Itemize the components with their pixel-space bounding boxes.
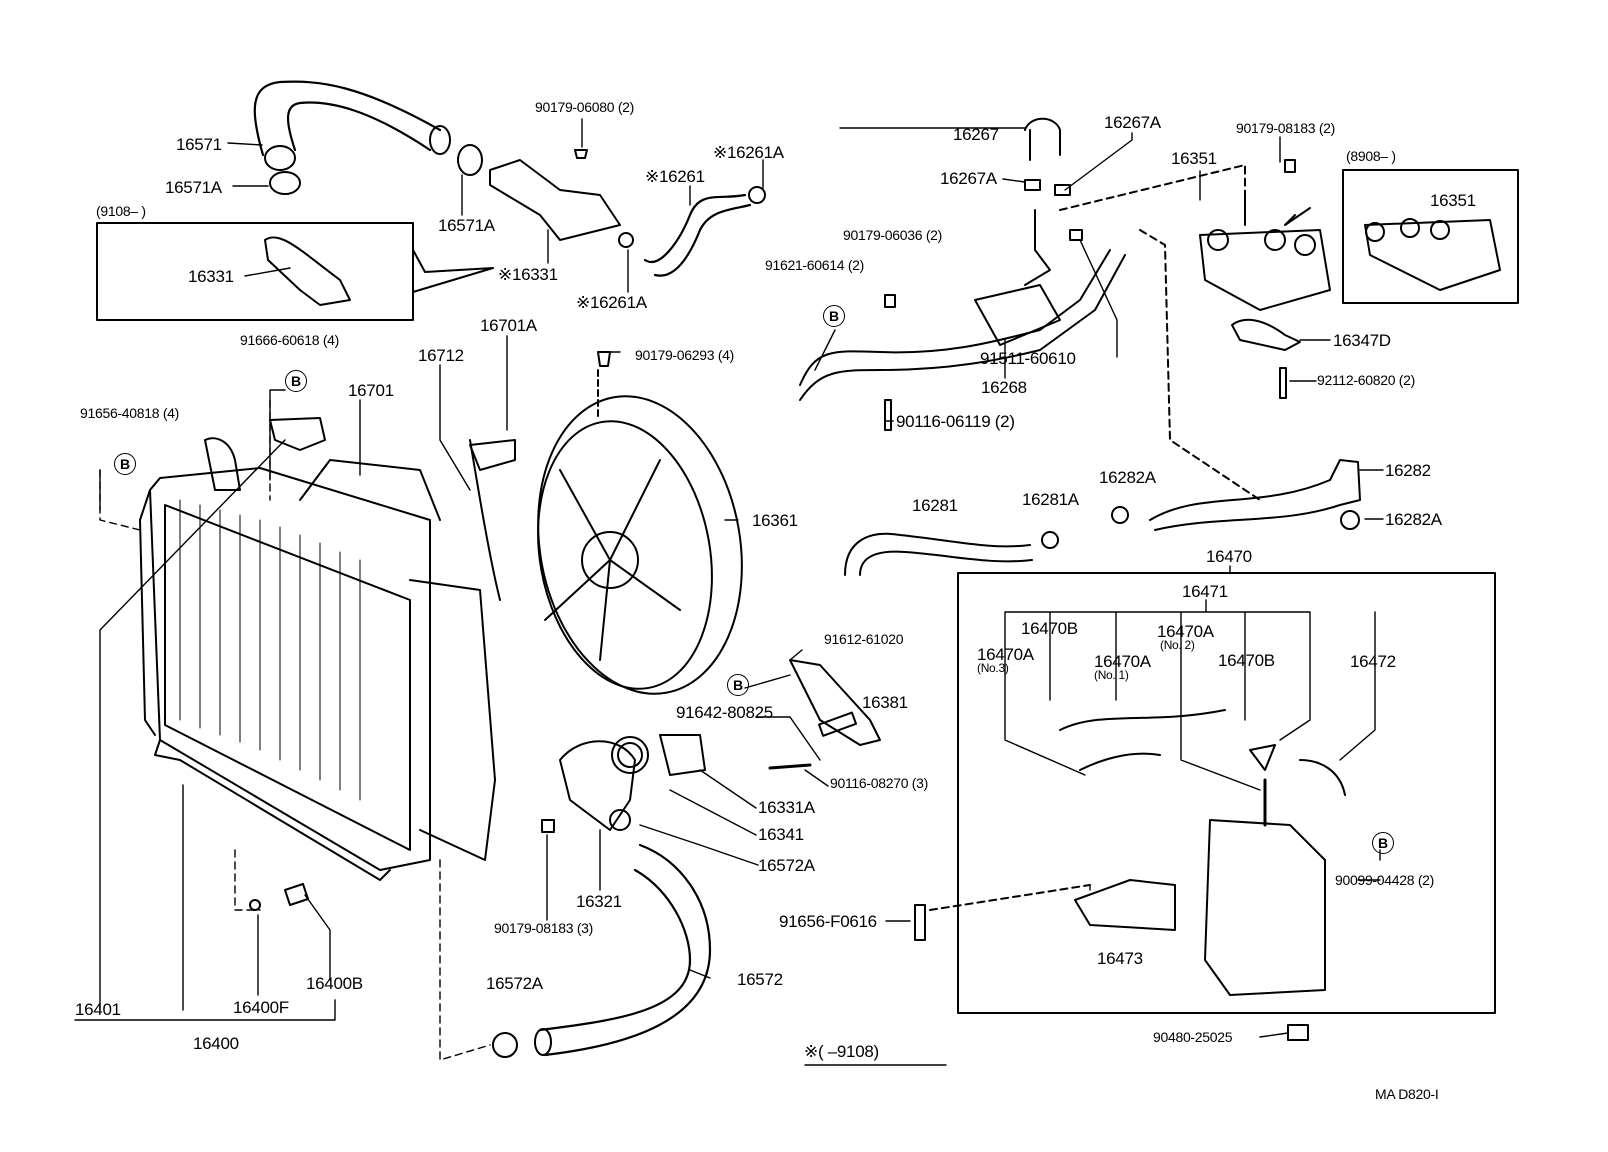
part-number-label: 90179-08183 (3): [494, 920, 594, 936]
part-number-label: 16572A: [758, 856, 815, 875]
part-number-label: 16281A: [1022, 490, 1079, 509]
lower-hose: [538, 843, 712, 1057]
part-number-label: 16571: [176, 135, 222, 154]
part-number-label: 90179-06080 (2): [535, 99, 635, 115]
part-number-label: (9108– ): [96, 203, 146, 219]
water-inlet: [559, 740, 636, 831]
water-outlet: [489, 159, 621, 241]
part-number-label: 90116-06119 (2): [896, 412, 1015, 431]
part-number-label: 16572A: [486, 974, 543, 993]
fan-shroud: [409, 439, 501, 861]
part-number-label: 16701A: [480, 316, 537, 335]
part-number-label: 90179-08183 (2): [1236, 120, 1336, 136]
part-number-label: 16361: [752, 511, 798, 530]
part-number-label: 90179-06036 (2): [843, 227, 943, 243]
diagram-code: MA D820-I: [1375, 1086, 1439, 1102]
part-number-label: 16267A: [940, 169, 997, 188]
part-number-label: 16470A: [1094, 652, 1151, 671]
part-number-label: 16712: [418, 346, 464, 365]
part-number-label: 16572: [737, 970, 783, 989]
reservoir-tank: [1204, 819, 1326, 996]
part-number-label: ※16261A: [713, 143, 784, 162]
ref-marker-b: B: [823, 305, 845, 327]
part-number-label: 16268: [981, 378, 1027, 397]
part-number-label: 16470A: [977, 645, 1034, 664]
part-number-label: 92112-60820 (2): [1317, 372, 1415, 388]
part-number-label: 16347D: [1333, 331, 1391, 350]
part-number-label: 91511-60610: [980, 349, 1076, 368]
part-number-label: 91656-40818 (4): [80, 405, 180, 421]
ref-marker-b: B: [727, 674, 749, 696]
upper-hose: [253, 80, 442, 157]
part-number-label: 90480-25025: [1153, 1029, 1233, 1045]
part-number-label: 16281: [912, 496, 958, 515]
part-number-label: 16401: [75, 1000, 121, 1019]
part-number-label: (No. 1): [1094, 668, 1129, 682]
part-number-label: 16701: [348, 381, 394, 400]
part-number-label: 16351: [1430, 191, 1476, 210]
part-number-label: 16571A: [438, 216, 495, 235]
fan: [537, 395, 743, 695]
part-number-label: 16473: [1097, 949, 1143, 968]
part-number-label: 16472: [1350, 652, 1396, 671]
part-number-label: 16400: [193, 1034, 239, 1053]
heater-pipe: [799, 249, 1126, 401]
ref-marker-b: B: [1372, 832, 1394, 854]
part-number-label: 16400B: [306, 974, 363, 993]
ref-marker-b: B: [285, 370, 307, 392]
part-number-label: 16282A: [1099, 468, 1156, 487]
part-number-label: ※( –9108): [804, 1042, 879, 1061]
part-number-label: 16470: [1206, 547, 1252, 566]
part-number-label: 91656-F0616: [779, 912, 877, 931]
part-number-label: 16282: [1385, 461, 1431, 480]
inset-box-16331: [96, 222, 414, 321]
part-number-label: 91612-61020: [824, 631, 904, 647]
part-number-label: 90179-06293 (4): [635, 347, 735, 363]
part-number-label: 91666-60618 (4): [240, 332, 340, 348]
part-number-label: (No.3): [977, 661, 1009, 675]
part-number-label: 16331: [188, 267, 234, 286]
part-number-label: 16400F: [233, 998, 289, 1017]
part-number-label: 90116-08270 (3): [830, 775, 928, 791]
bracket-16381: [789, 659, 881, 746]
part-number-label: 16341: [758, 825, 804, 844]
bypass-outlet: [1199, 229, 1331, 311]
part-number-label: (No. 2): [1160, 638, 1195, 652]
reservoir-box: [957, 572, 1496, 1014]
part-number-label: 16267: [953, 125, 999, 144]
inset-box-16351: [1342, 169, 1519, 304]
gasket: [1231, 318, 1301, 351]
part-number-label: 16470A: [1157, 622, 1214, 641]
hose-16281: [844, 532, 1033, 576]
part-number-label: 91642-80825: [676, 703, 773, 722]
part-number-label: 16267A: [1104, 113, 1161, 132]
part-number-label: ※16261: [645, 167, 705, 186]
part-number-label: 16381: [862, 693, 908, 712]
part-number-label: 16321: [576, 892, 622, 911]
part-number-label: 16351: [1171, 149, 1217, 168]
ref-marker-b: B: [114, 453, 136, 475]
part-number-label: ※16331: [498, 265, 558, 284]
bypass-hose: [643, 193, 752, 277]
part-number-label: (8908– ): [1346, 148, 1396, 164]
part-number-label: 16471: [1182, 582, 1228, 601]
part-number-label: ※16261A: [576, 293, 647, 312]
part-number-label: 16470B: [1021, 619, 1078, 638]
part-number-label: 16282A: [1385, 510, 1442, 529]
part-number-label: 91621-60614 (2): [765, 257, 865, 273]
radiator: [139, 437, 441, 881]
radiator-cap: [269, 417, 326, 451]
thermostat: [659, 734, 706, 776]
part-number-label: 90099-04428 (2): [1335, 872, 1435, 888]
part-number-label: 16571A: [165, 178, 222, 197]
part-number-label: 16331A: [758, 798, 815, 817]
part-number-label: 16470B: [1218, 651, 1275, 670]
hose-16282: [1149, 459, 1361, 531]
bracket-16473: [1074, 879, 1176, 931]
